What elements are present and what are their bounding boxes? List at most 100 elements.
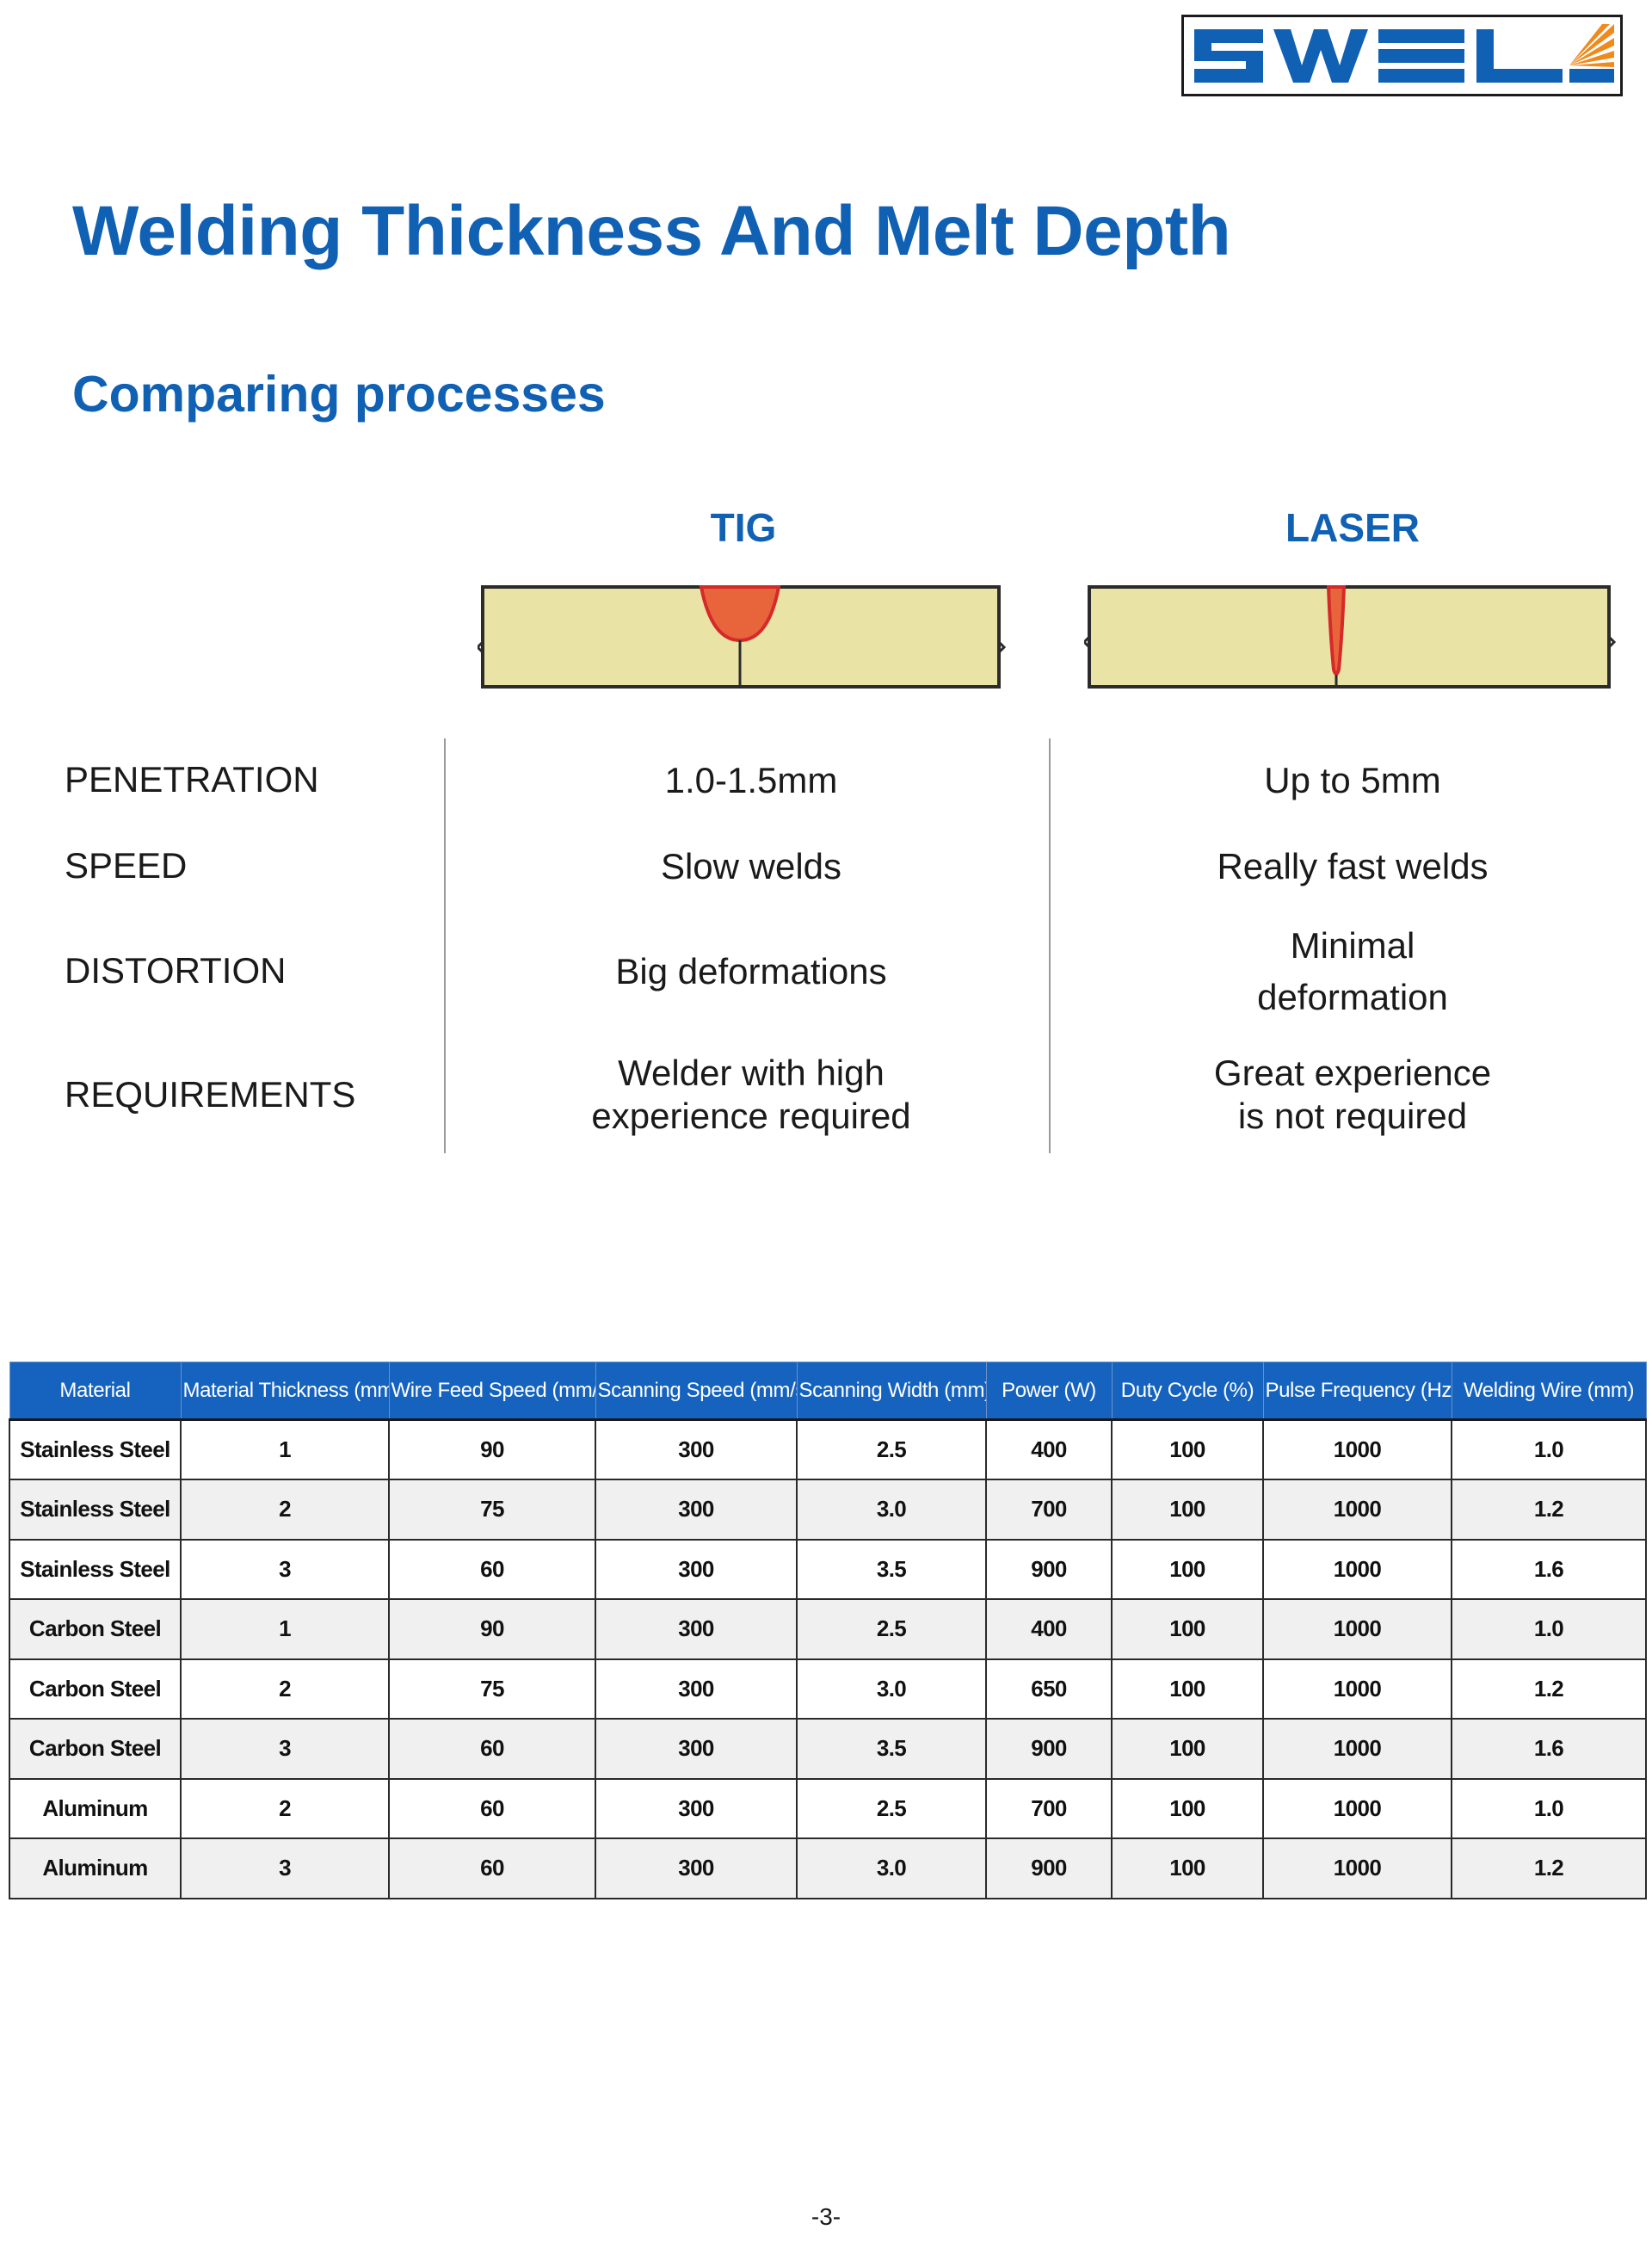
table-cell: 700 bbox=[985, 1777, 1113, 1839]
table-cell: 1.2 bbox=[1451, 1479, 1647, 1541]
table-cell: 3.0 bbox=[796, 1658, 987, 1720]
page-number: -3- bbox=[811, 2203, 841, 2230]
column-header: Scanning Width (mm) bbox=[796, 1362, 987, 1421]
table-cell: 3 bbox=[180, 1837, 390, 1899]
table-cell: Stainless Steel bbox=[9, 1538, 182, 1600]
table-cell: 90 bbox=[388, 1598, 596, 1660]
table-cell: 900 bbox=[985, 1718, 1113, 1780]
table-cell: 1.0 bbox=[1451, 1418, 1647, 1480]
table-cell: 60 bbox=[388, 1837, 596, 1899]
table-cell: 2 bbox=[180, 1658, 390, 1720]
table-cell: 300 bbox=[595, 1538, 798, 1600]
table-cell: 3.0 bbox=[796, 1479, 987, 1541]
table-cell: 100 bbox=[1111, 1837, 1264, 1899]
column-header: Wire Feed Speed (mm/s) bbox=[388, 1362, 596, 1421]
column-header: Material bbox=[9, 1362, 182, 1421]
table-cell: 75 bbox=[388, 1479, 596, 1541]
laser-weld-diagram bbox=[1082, 582, 1618, 694]
table-cell: 2.5 bbox=[796, 1777, 987, 1839]
label-penetration: PENETRATION bbox=[65, 759, 319, 800]
table-cell: 75 bbox=[388, 1658, 596, 1720]
tig-requirements-line-2: experience required bbox=[591, 1096, 911, 1136]
laser-requirements-line-2: is not required bbox=[1237, 1096, 1468, 1136]
table-cell: 1.6 bbox=[1451, 1538, 1647, 1600]
table-cell: 1000 bbox=[1262, 1718, 1452, 1780]
table-cell: 100 bbox=[1111, 1598, 1264, 1660]
table-cell: 90 bbox=[388, 1418, 596, 1480]
table-cell: 1 bbox=[180, 1598, 390, 1660]
table-cell: 1000 bbox=[1262, 1538, 1452, 1600]
column-header: Power (W) bbox=[985, 1362, 1113, 1421]
table-cell: 100 bbox=[1111, 1777, 1264, 1839]
table-cell: 700 bbox=[985, 1479, 1113, 1541]
table-cell: 900 bbox=[985, 1538, 1113, 1600]
table-cell: 3 bbox=[180, 1538, 390, 1600]
table-cell: 1000 bbox=[1262, 1418, 1452, 1480]
table-cell: Aluminum bbox=[9, 1837, 182, 1899]
table-cell: 900 bbox=[985, 1837, 1113, 1899]
column-header: Duty Cycle (%) bbox=[1111, 1362, 1264, 1421]
laser-penetration: Up to 5mm bbox=[1264, 760, 1441, 800]
table-cell: 1.2 bbox=[1451, 1658, 1647, 1720]
swel-logo-graphic bbox=[1194, 24, 1614, 83]
table-cell: 300 bbox=[595, 1658, 798, 1720]
tig-speed: Slow welds bbox=[660, 846, 842, 886]
table-cell: 300 bbox=[595, 1718, 798, 1780]
table-cell: 300 bbox=[595, 1777, 798, 1839]
table-cell: 1000 bbox=[1262, 1598, 1452, 1660]
table-cell: 300 bbox=[595, 1418, 798, 1480]
label-speed: SPEED bbox=[65, 845, 188, 886]
table-cell: 1.0 bbox=[1451, 1777, 1647, 1839]
table-cell: Carbon Steel bbox=[9, 1598, 182, 1660]
table-cell: 1000 bbox=[1262, 1479, 1452, 1541]
table-cell: 1.2 bbox=[1451, 1837, 1647, 1899]
table-cell: 400 bbox=[985, 1418, 1113, 1480]
table-cell: Carbon Steel bbox=[9, 1718, 182, 1780]
tig-weld-diagram bbox=[475, 582, 1007, 694]
tig-distortion: Big deformations bbox=[615, 951, 887, 991]
table-cell: 2.5 bbox=[796, 1598, 987, 1660]
table-cell: 3.5 bbox=[796, 1538, 987, 1600]
page-subtitle: Comparing processes bbox=[72, 366, 606, 423]
table-cell: 3.0 bbox=[796, 1837, 987, 1899]
table-cell: 3.5 bbox=[796, 1718, 987, 1780]
table-cell: 3 bbox=[180, 1718, 390, 1780]
table-cell: 2 bbox=[180, 1479, 390, 1541]
table-cell: Carbon Steel bbox=[9, 1658, 182, 1720]
laser-distortion-line-2: deformation bbox=[1257, 977, 1448, 1017]
table-cell: 650 bbox=[985, 1658, 1113, 1720]
label-distortion: DISTORTION bbox=[65, 950, 287, 991]
table-cell: 60 bbox=[388, 1718, 596, 1780]
column-header: Material Thickness (mm) bbox=[180, 1362, 390, 1421]
table-cell: 1000 bbox=[1262, 1837, 1452, 1899]
table-cell: 300 bbox=[595, 1598, 798, 1660]
table-cell: 1.6 bbox=[1451, 1718, 1647, 1780]
table-cell: 2 bbox=[180, 1777, 390, 1839]
laser-heading: LASER bbox=[1285, 505, 1420, 550]
swel-logo bbox=[1181, 15, 1623, 96]
table-cell: 2.5 bbox=[796, 1418, 987, 1480]
table-cell: 100 bbox=[1111, 1538, 1264, 1600]
tig-penetration: 1.0-1.5mm bbox=[664, 760, 838, 800]
table-cell: 100 bbox=[1111, 1479, 1264, 1541]
table-cell: 1000 bbox=[1262, 1658, 1452, 1720]
table-cell: 300 bbox=[595, 1479, 798, 1541]
laser-distortion-line-1: Minimal bbox=[1290, 925, 1415, 966]
column-header: Scanning Speed (mm/s) bbox=[595, 1362, 798, 1421]
laser-speed: Really fast welds bbox=[1217, 846, 1489, 886]
table-cell: 100 bbox=[1111, 1718, 1264, 1780]
column-header: Welding Wire (mm) bbox=[1451, 1362, 1647, 1421]
table-cell: 300 bbox=[595, 1837, 798, 1899]
table-cell: 400 bbox=[985, 1598, 1113, 1660]
page-title: Welding Thickness And Melt Depth bbox=[72, 192, 1231, 270]
table-cell: 100 bbox=[1111, 1418, 1264, 1480]
